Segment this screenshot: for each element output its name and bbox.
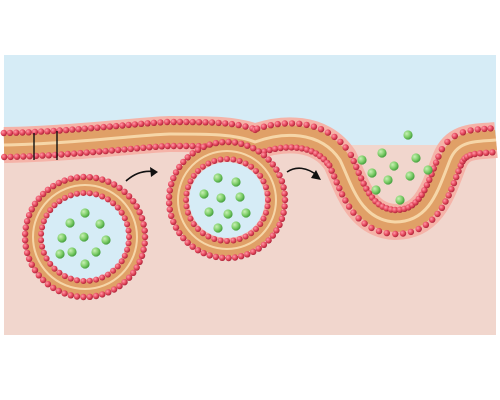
membrane-section-marker xyxy=(33,131,58,160)
membrane-midline xyxy=(3,132,497,224)
arrow-icon xyxy=(286,167,321,180)
secretory-vesicle xyxy=(21,173,149,301)
arrow-icon xyxy=(125,167,158,182)
vesicle-cargo xyxy=(199,173,251,233)
membrane-heads-outer xyxy=(0,118,494,214)
plasma-membrane xyxy=(0,115,498,241)
fusing-vesicle xyxy=(165,138,289,262)
released-cargo xyxy=(357,130,433,205)
vesicle-cargo xyxy=(55,208,111,269)
vesicle-lumen xyxy=(189,162,265,238)
